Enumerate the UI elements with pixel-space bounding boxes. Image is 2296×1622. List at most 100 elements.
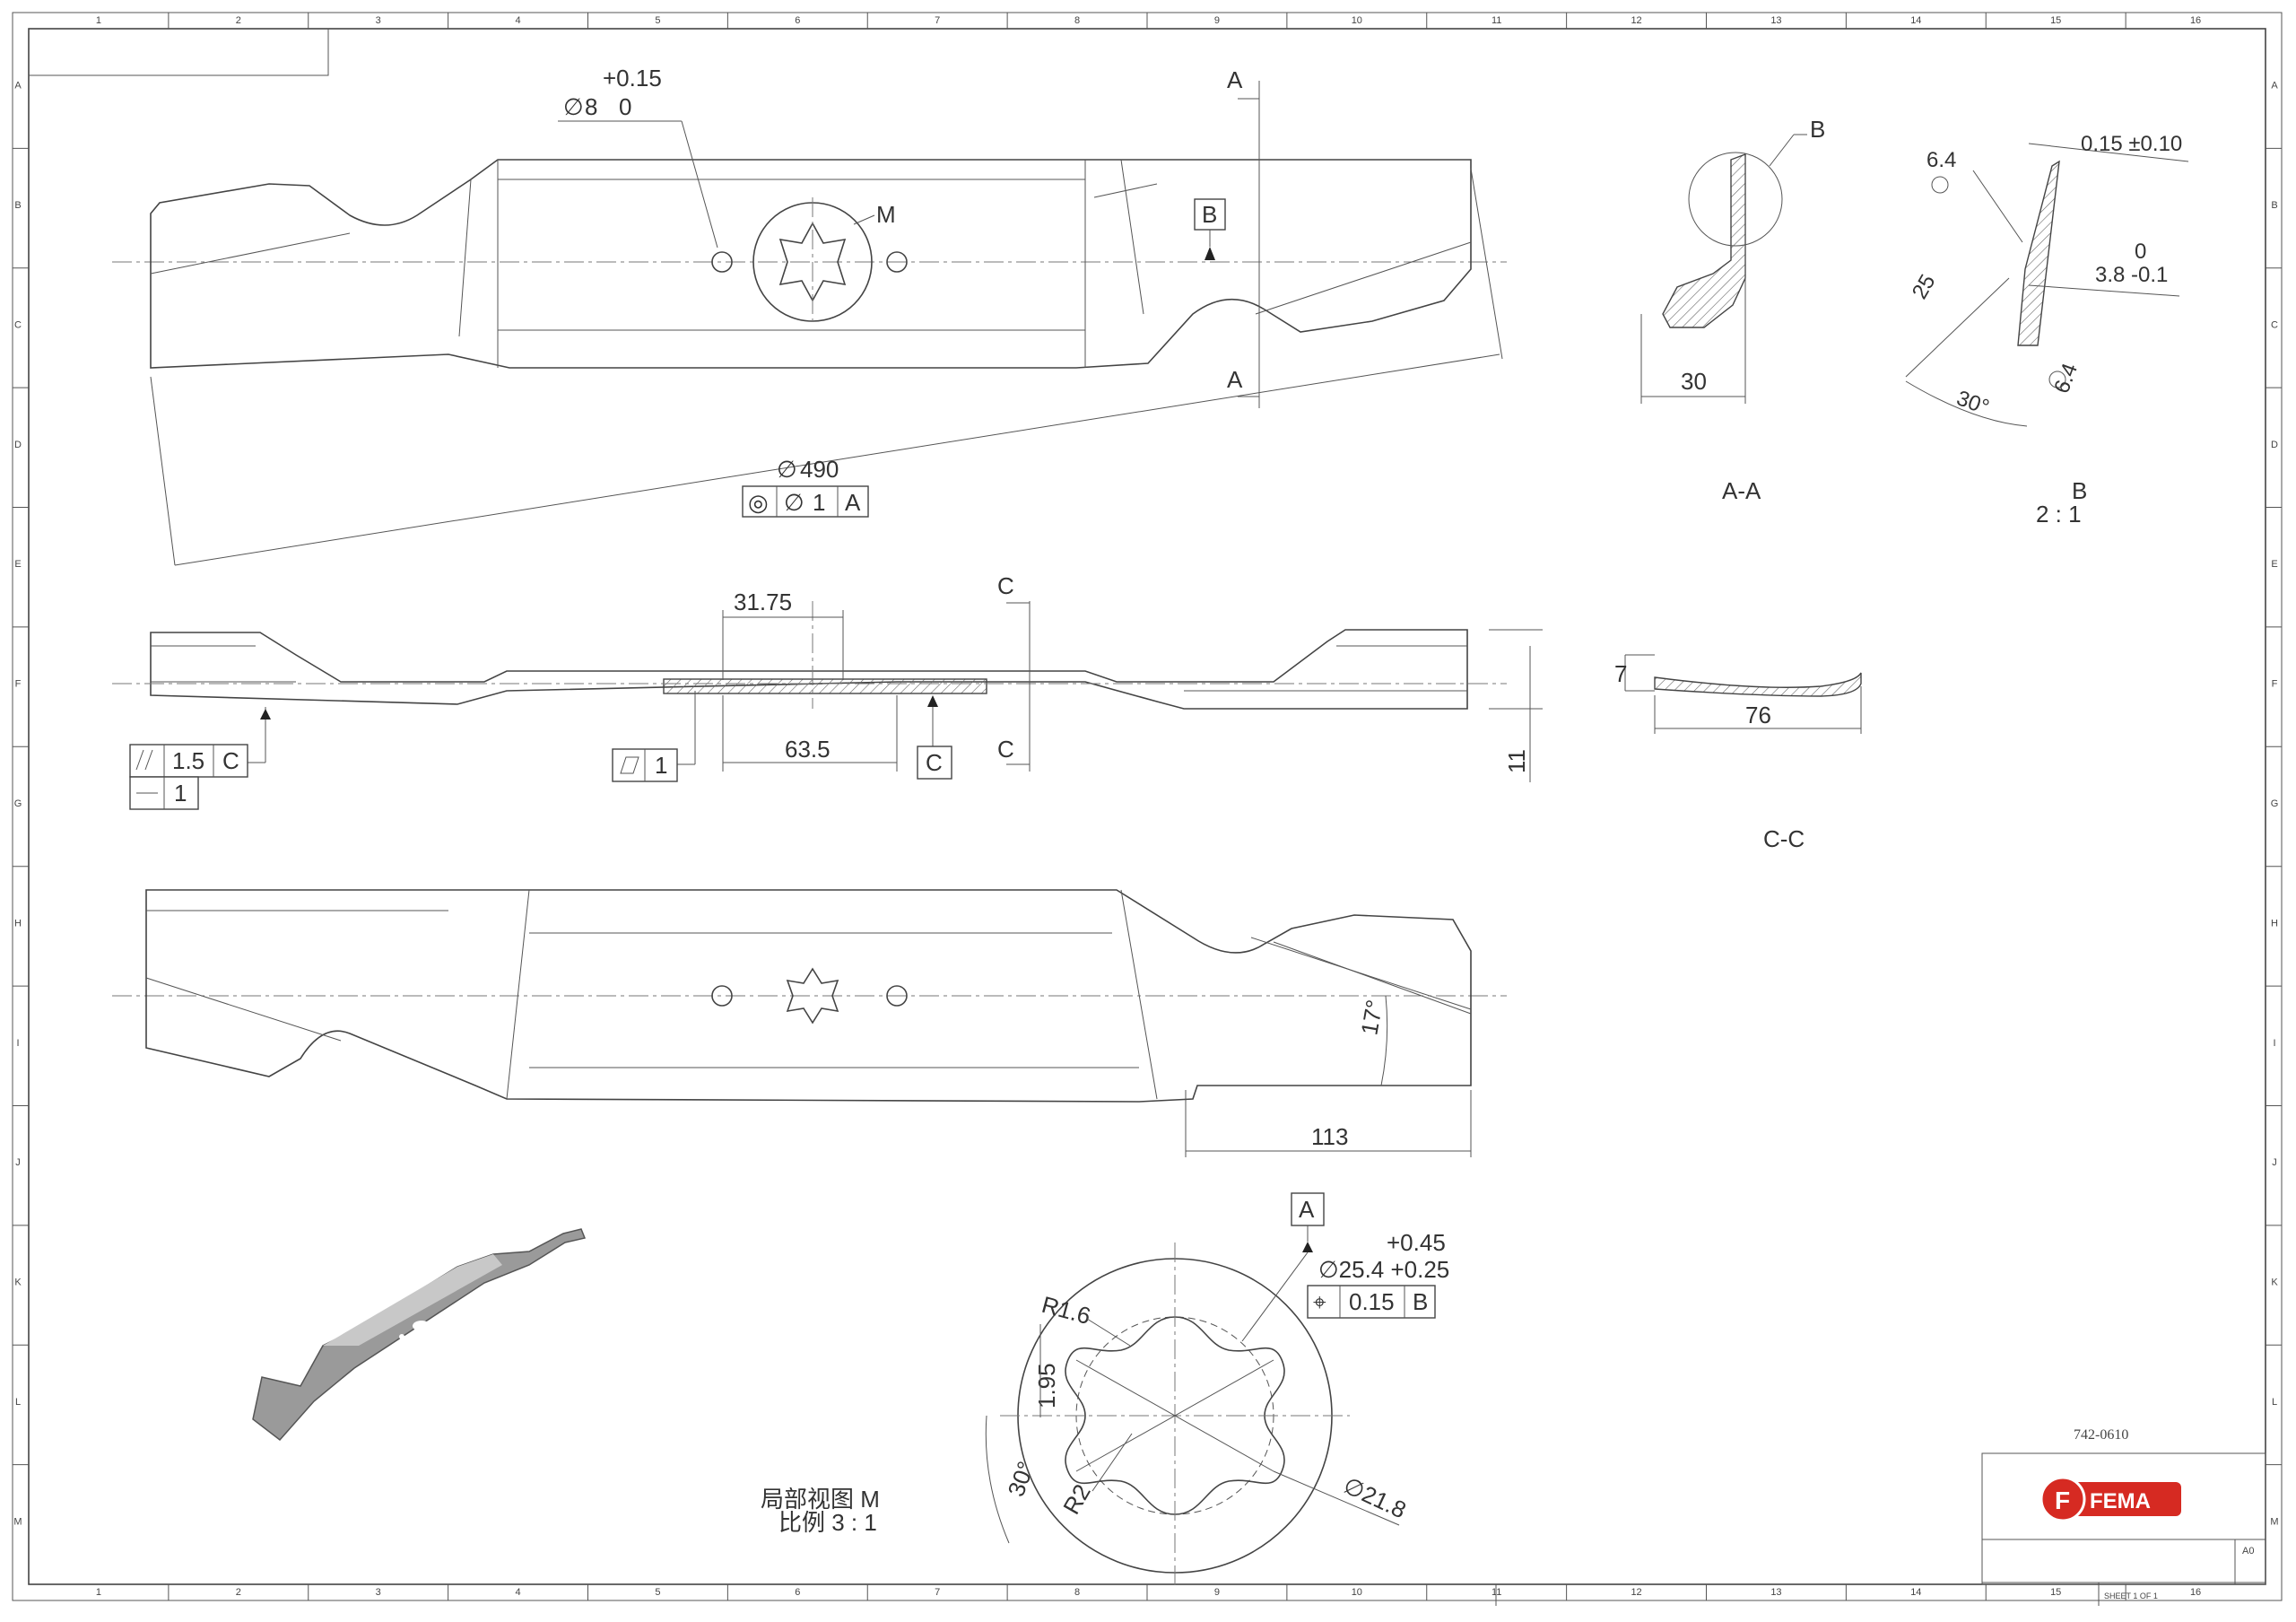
title-block: 742-0610 F FEMA A0 SHEET 1 OF 1 [1495,1427,2266,1606]
section-a-top: A [1227,66,1243,93]
hole-diameter-value: 8 [585,93,597,120]
border-row-label-right: D [2271,440,2278,450]
border-row-label-left: J [15,1157,21,1168]
fcf-runout-datum: A [845,489,861,516]
fcf-position-value: 0.15 [1349,1288,1395,1315]
border-col-label-bottom: 11 [1492,1587,1501,1598]
detail-m-tol-upper: +0.45 [1387,1229,1446,1256]
section-cc-label: C-C [1763,825,1805,852]
border-col-label-top: 6 [795,15,800,26]
company-name: FEMA [2090,1489,2151,1513]
border-col-label-bottom: 4 [516,1587,521,1598]
fema-logo: F FEMA [2039,1476,2181,1522]
detail-b-label: B [2072,477,2087,504]
detail-b-ref: B [1810,116,1825,143]
border-row-label-right: E [2271,559,2277,570]
border-col-label-top: 3 [376,15,381,26]
logo-letter: F [2055,1487,2070,1514]
part-number: 742-0610 [2074,1427,2128,1443]
dim-63-5: 63.5 [785,736,831,763]
border-col-label-top: 1 [96,15,101,26]
datum-b: B [1202,201,1217,228]
border-col-label-bottom: 16 [2190,1587,2201,1598]
detail-b-roughness-1: 6.4 [1926,148,1956,172]
section-c-bottom: C [997,736,1014,763]
fcf-position-symbol: ⌖ [1313,1288,1326,1315]
border-column-ticks: 1122334455667788991010111112121313141415… [96,13,2201,1600]
border-col-label-top: 8 [1074,15,1080,26]
border-col-label-bottom: 14 [1910,1587,1921,1598]
detail-m-caption-1: 局部视图 M [761,1486,880,1513]
border-row-label-left: E [14,559,21,570]
section-c-top: C [997,572,1014,599]
section-aa-label: A-A [1722,477,1761,504]
border-col-label-top: 11 [1492,15,1501,26]
border-col-label-bottom: 8 [1074,1587,1080,1598]
border-col-label-top: 5 [655,15,660,26]
section-cc-dim76: 76 [1745,702,1771,728]
sheet-count: SHEET 1 OF 1 [2104,1591,2158,1600]
sheet-size: A0 [2242,1546,2254,1557]
border-row-label-left: G [14,798,22,809]
border-col-label-bottom: 9 [1214,1587,1220,1598]
datum-c: C [926,749,943,776]
detail-b-roughness-2: 6.4 [2049,360,2083,397]
fcf-parallel-datum: C [222,747,239,774]
top-view: +0.15 ∅ 8 0 M B A A ∅ 490 ◎ ∅ 1 A [112,65,1507,566]
hole-tol-upper: +0.15 [603,65,662,92]
dim-11: 11 [1503,749,1530,773]
detail-m-datum-a: A [1299,1196,1315,1223]
border-row-label-right: L [2272,1397,2277,1408]
detail-m-caption-2: 比例 3 : 1 [778,1509,877,1536]
side-view: 31.75 63.5 11 C C C 1 [112,572,1543,810]
detail-m-r2: R2 [1057,1479,1096,1519]
border-row-label-left: L [15,1397,21,1408]
detail-b: 0.15 ±0.10 0 3.8 -0.1 6.4 25 30° 6.4 B 2… [1905,132,2189,528]
border-row-label-left: K [14,1278,22,1288]
border-col-label-bottom: 3 [376,1587,381,1598]
drawing-border: 1122334455667788991010111112121313141415… [12,12,2283,1601]
datum-b-box [1194,198,1226,231]
border-col-label-top: 15 [2050,15,2061,26]
detail-b-thickness: 0.15 ±0.10 [2081,132,2182,156]
border-row-label-right: J [2272,1157,2277,1168]
detail-b-dim38: 3.8 -0.1 [2095,263,2168,287]
dim-31-75: 31.75 [734,589,792,615]
border-col-label-bottom: 7 [935,1587,940,1598]
runout-feature-frame: ◎ ∅ 1 A [742,485,869,518]
border-row-label-left: H [14,918,22,929]
border-col-label-bottom: 2 [236,1587,241,1598]
detail-m-angle: 30° [1002,1458,1039,1500]
detail-m-ref: M [876,201,896,228]
border-row-label-right: I [2273,1038,2275,1049]
section-c-c: 7 76 C-C [1614,654,1862,852]
bottom-view: 17° 113 [112,889,1507,1157]
section-aa-dim-30: 30 [1681,368,1707,395]
border-col-label-bottom: 13 [1770,1587,1781,1598]
position-feature-frame: ⌖ 0.15 B [1307,1285,1436,1319]
fcf-parallel-value: 1.5 [172,747,204,774]
border-row-label-right: M [2270,1516,2278,1527]
hole-tol-lower: 0 [619,93,631,120]
border-row-label-right: H [2271,918,2278,929]
border-col-label-top: 10 [1352,15,1362,26]
fcf-runout-diameter: ∅ [784,489,804,516]
border-col-label-top: 13 [1770,15,1781,26]
border-col-label-top: 2 [236,15,241,26]
border-col-label-top: 4 [516,15,521,26]
border-row-label-right: F [2272,679,2278,690]
border-row-label-left: F [15,679,22,690]
angle-17: 17° [1355,998,1387,1037]
border-row-label-right: A [2271,81,2278,92]
detail-m-d218: ∅21.8 [1339,1471,1410,1523]
border-col-label-bottom: 6 [795,1587,800,1598]
detail-m-diameter: ∅25.4 +0.25 [1318,1256,1449,1283]
border-row-label-right: C [2271,319,2278,330]
border-row-label-left: I [16,1038,19,1049]
border-row-label-right: B [2271,200,2277,211]
detail-b-scale: 2 : 1 [2036,501,2082,528]
parallel-feature-frame: 1.5 C 1 [129,744,248,810]
border-row-label-left: D [14,440,22,450]
